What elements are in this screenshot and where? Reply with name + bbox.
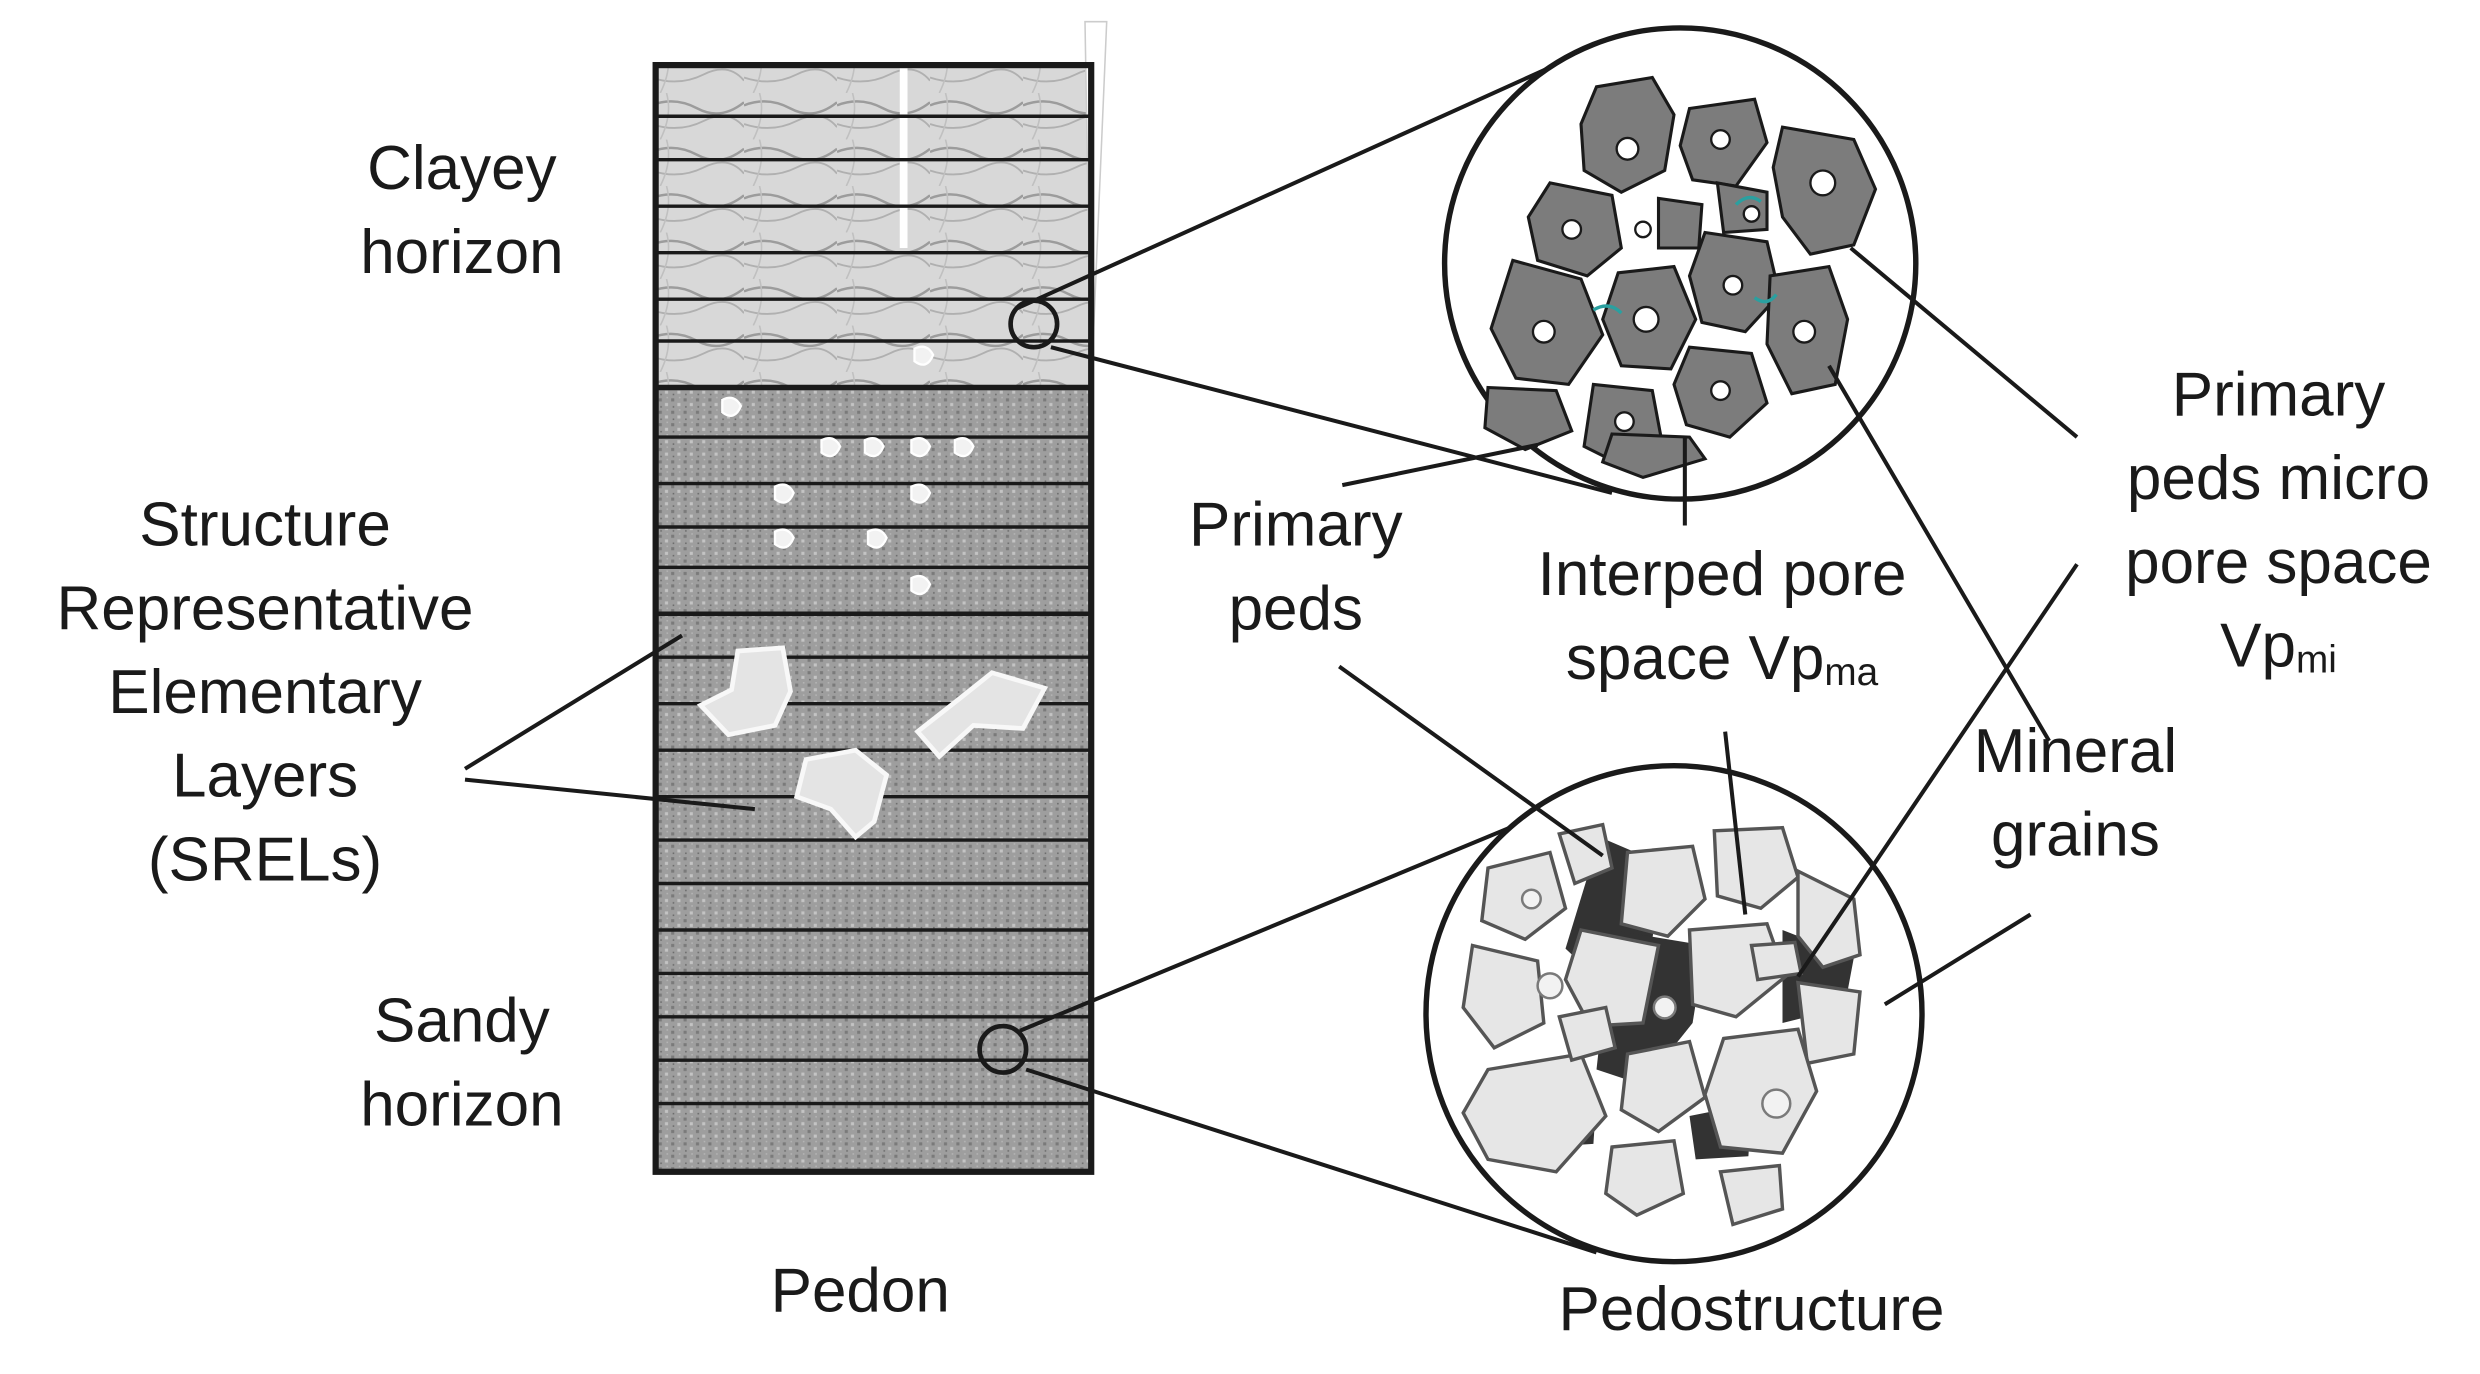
pedon-column: [652, 20, 1108, 1175]
micro-line4: Vpmi: [2220, 612, 2337, 682]
micro-line2: peds micro: [2126, 444, 2431, 514]
grains-in-peds: [1531, 129, 1837, 433]
micro-line3: pore space: [2125, 528, 2432, 597]
label-leaders: [1338, 246, 2079, 1007]
srel-leaders: [463, 633, 756, 812]
srel-label-line3: Elementary: [108, 658, 422, 727]
primary-peds-label: Primary peds: [1156, 484, 1435, 651]
sandy-label-line1: Sandy: [373, 987, 550, 1056]
clayey-magnified-view: [1441, 25, 1919, 502]
sandy-label-line2: horizon: [360, 1071, 564, 1140]
pedon-outline: [652, 61, 1095, 1175]
large-concretions: [696, 645, 1049, 841]
srel-label-line2: Representative: [56, 575, 474, 644]
interped-line1: Interped pore: [1537, 540, 1907, 610]
primary-peds-line2: peds: [1228, 575, 1364, 644]
interped-line2: space Vpma: [1565, 624, 1879, 695]
micro-pores-teal: [1592, 195, 1778, 315]
clayey-label-line2: horizon: [360, 218, 564, 287]
srel-label: Structure Representative Elementary Laye…: [0, 484, 530, 903]
srel-label-line4: Layers: [172, 742, 359, 811]
clayey-label-line1: Clayey: [367, 134, 557, 204]
pedon-label: Pedon: [770, 1257, 950, 1326]
interped-pore-space-label: Interped pore space Vpma: [1482, 533, 1963, 714]
clayey-horizon-label: Clayey horizon: [338, 127, 586, 294]
srel-label-line1: Structure: [139, 491, 391, 560]
sand-grains: [1461, 822, 1862, 1227]
pedostructure-label: Pedostructure: [1558, 1275, 1945, 1344]
mineral-grains-label: Mineral grains: [1928, 710, 2223, 877]
sandy-magnified-view: [1423, 762, 1925, 1265]
sandy-horizon-label: Sandy horizon: [338, 980, 586, 1147]
srel-label-line5: (SRELs): [147, 826, 383, 895]
mineral-line2: grains: [1990, 801, 2160, 870]
primary-peds-line1: Primary: [1189, 491, 1403, 560]
micro-pore-space-label: Primary peds micro pore space Vpmi: [2077, 353, 2480, 702]
mineral-line1: Mineral: [1973, 717, 2178, 786]
clayey-horizon-block: [655, 65, 1092, 388]
micro-line1: Primary: [2171, 361, 2386, 430]
nodules: [721, 345, 975, 596]
sandy-zoom-circle: [977, 1023, 1029, 1075]
